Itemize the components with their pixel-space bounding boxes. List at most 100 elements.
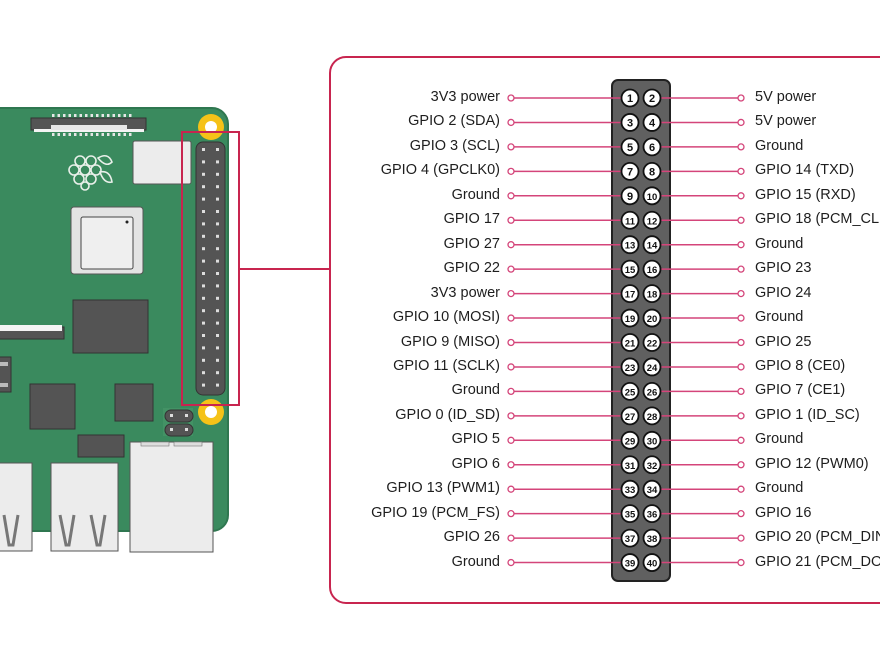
pin-16-circle[interactable] <box>642 259 662 279</box>
pin-6-circle[interactable] <box>642 137 662 157</box>
pin-3-circle[interactable] <box>620 113 640 132</box>
pin-23-terminal-icon <box>507 363 515 371</box>
pin-11-circle[interactable] <box>620 210 640 230</box>
pin-12-circle[interactable] <box>642 210 662 230</box>
pin-38-circle[interactable] <box>642 528 662 548</box>
pin-13-circle[interactable] <box>620 235 640 255</box>
connector-tooth <box>101 114 104 117</box>
pin-12-label: GPIO 18 (PCM_CLK) <box>755 211 880 228</box>
pin-36-number: 36 <box>647 510 658 521</box>
pin-1-terminal-icon <box>507 94 515 102</box>
pin-33-circle[interactable] <box>620 479 640 499</box>
pin-19-circle[interactable] <box>620 308 640 328</box>
pin-35-circle[interactable] <box>620 504 640 524</box>
board-pin <box>216 321 219 325</box>
pin-16-number: 16 <box>647 265 658 276</box>
mounting-hole-top <box>198 114 224 140</box>
usb-port-left <box>0 462 33 552</box>
pin-39-circle[interactable] <box>620 553 640 572</box>
connector-tooth <box>107 133 110 136</box>
pin-24-label: GPIO 8 (CE0) <box>755 357 846 374</box>
pin-26-circle[interactable] <box>642 381 662 401</box>
pin-10-circle[interactable] <box>642 186 662 206</box>
board-pin <box>216 197 219 201</box>
pin-24-terminal-icon <box>737 363 745 371</box>
pin-14-circle[interactable] <box>642 235 662 255</box>
pin-30-circle[interactable] <box>642 430 662 450</box>
pin-25-terminal-icon <box>507 387 515 396</box>
connector-tooth <box>52 133 55 136</box>
pin-32-circle[interactable] <box>642 455 662 475</box>
pin-1-circle[interactable] <box>620 88 640 108</box>
pin-23-circle[interactable] <box>620 357 640 377</box>
pin-36-label: GPIO 16 <box>755 504 812 521</box>
pin-27-terminal-icon <box>507 412 515 420</box>
pin-8-circle[interactable] <box>642 161 662 181</box>
pin-wires <box>507 94 745 567</box>
pin-13-terminal-icon <box>507 241 515 249</box>
ram-chip <box>72 299 149 354</box>
pin-17-circle[interactable] <box>620 284 640 304</box>
board-pin <box>202 346 205 350</box>
pin-40-circle[interactable] <box>642 553 662 572</box>
pin-21-circle[interactable] <box>620 333 640 352</box>
board-pin <box>202 321 205 325</box>
pin-21-label: GPIO 9 (MISO) <box>400 333 500 350</box>
connector-tooth <box>57 133 60 136</box>
connector-tooth <box>107 114 110 117</box>
board-pin <box>202 334 205 337</box>
pin-1-number: 1 <box>627 93 633 105</box>
pin-15-circle[interactable] <box>620 259 640 279</box>
board-pin <box>216 309 219 313</box>
pin-25-circle[interactable] <box>620 381 640 401</box>
connector-tooth <box>57 114 60 117</box>
pin-2-circle[interactable] <box>642 88 662 108</box>
board-pin <box>202 371 205 375</box>
pin-35-number: 35 <box>625 510 636 521</box>
pin-20-number: 20 <box>647 314 658 325</box>
pin-27-circle[interactable] <box>620 406 640 426</box>
pin-4-circle[interactable] <box>642 113 662 132</box>
pin-31-number: 31 <box>625 461 636 472</box>
connector-tooth <box>118 133 121 136</box>
pin-5-circle[interactable] <box>620 137 640 157</box>
pin-35-terminal-icon <box>507 510 515 518</box>
pin-26-terminal-icon <box>737 387 745 396</box>
board-pin <box>202 309 205 313</box>
pin-31-circle[interactable] <box>620 455 640 475</box>
pin-7-circle[interactable] <box>620 161 640 181</box>
pin-23-label: GPIO 11 (SCLK) <box>393 357 500 374</box>
connector-tooth <box>85 133 88 136</box>
pin-10-number: 10 <box>647 192 658 203</box>
pin-12-terminal-icon <box>737 216 745 224</box>
pin-18-circle[interactable] <box>642 284 662 304</box>
raspberry-pi-board <box>0 107 229 553</box>
pin-18-number: 18 <box>647 290 658 301</box>
pin-33-terminal-icon <box>507 485 515 493</box>
pin-36-circle[interactable] <box>642 504 662 524</box>
pin-24-circle[interactable] <box>642 357 662 377</box>
pin-37-circle[interactable] <box>620 528 640 548</box>
pin-34-label: Ground <box>755 480 804 497</box>
connector-tooth <box>129 114 132 117</box>
pin-33-label: GPIO 13 (PWM1) <box>386 480 500 497</box>
pin-40-number: 40 <box>647 559 658 570</box>
pin-13-number: 13 <box>625 241 636 252</box>
pin-34-circle[interactable] <box>642 479 662 499</box>
pin-24-number: 24 <box>647 363 658 374</box>
pin-29-circle[interactable] <box>620 430 640 450</box>
board-pin <box>216 334 219 337</box>
pin-22-circle[interactable] <box>642 333 662 352</box>
pin-16-label: GPIO 23 <box>755 260 812 277</box>
connector-tooth <box>118 114 121 117</box>
connector-tooth <box>74 133 77 136</box>
pin-9-circle[interactable] <box>620 186 640 206</box>
board-pin <box>202 160 205 164</box>
pin-14-number: 14 <box>647 241 658 252</box>
board-pin <box>202 296 205 300</box>
pin-28-circle[interactable] <box>642 406 662 426</box>
pin-20-circle[interactable] <box>642 308 662 328</box>
pin-20-terminal-icon <box>737 314 745 322</box>
